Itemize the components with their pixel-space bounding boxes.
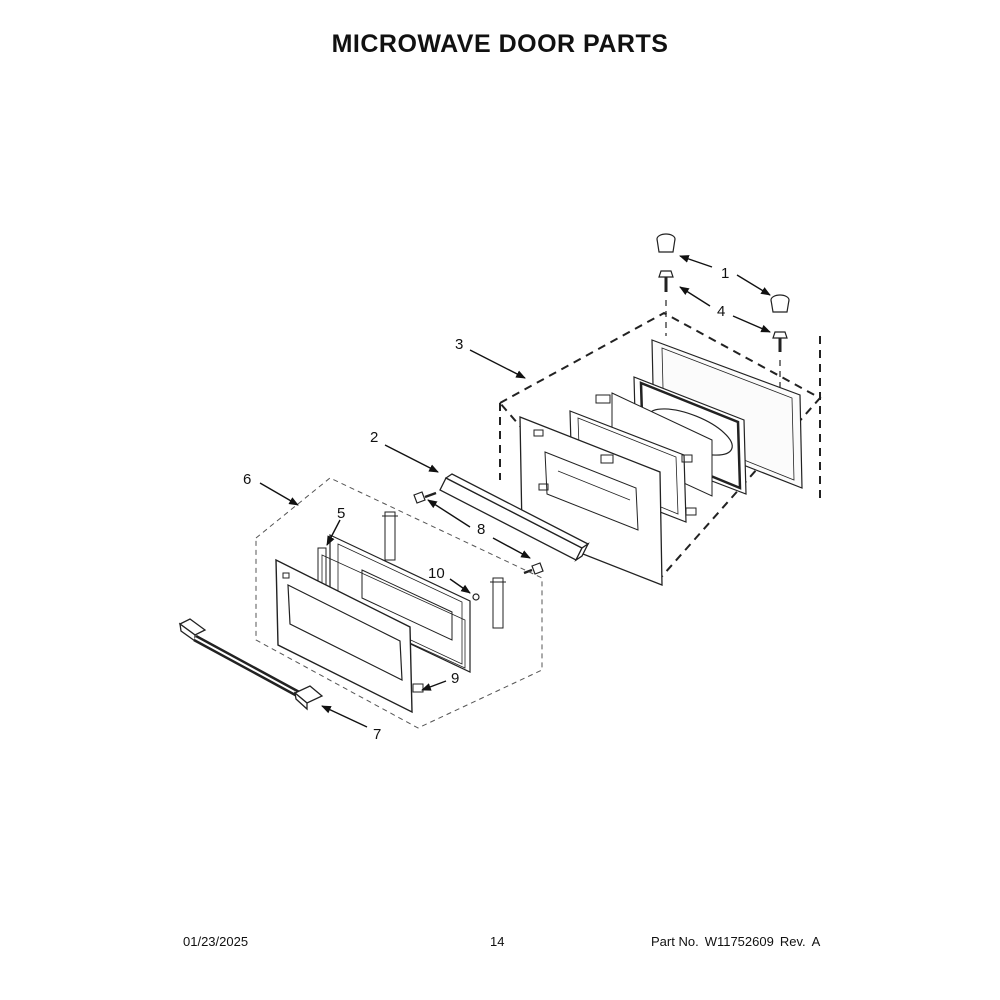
footer-page-number: 14 [490, 934, 505, 949]
callout-8: 8 [477, 521, 485, 538]
callout-arrows [259, 255, 771, 728]
callout-10: 10 [428, 565, 445, 582]
door-handle [178, 618, 324, 711]
footer-date: 01/23/2025 [183, 934, 249, 949]
hinge-screw-right [772, 331, 788, 339]
assembly-6-dashed-box [255, 477, 543, 729]
door-glass-panel [329, 534, 471, 673]
screw-right [531, 562, 544, 575]
part-number: W11752609 [704, 934, 774, 949]
door-nut [472, 593, 480, 601]
outer-door-assembly-group [255, 477, 543, 729]
door-outer-panel [275, 558, 413, 714]
callout-labels: 1 2 3 4 5 6 7 8 9 10 [243, 265, 729, 743]
callout-2: 2 [370, 429, 378, 446]
door-spacer-bar [439, 473, 590, 562]
door-screws-group [413, 491, 544, 575]
callout-7: 7 [373, 726, 381, 743]
rev-value: A [811, 934, 821, 949]
screw-left [413, 491, 426, 504]
footer-part-info: Part No. W11752609 Rev. A [651, 934, 826, 949]
hinge-screw-top [658, 270, 674, 278]
callout-1: 1 [721, 265, 729, 282]
callout-4: 4 [717, 303, 725, 320]
callout-5: 5 [337, 505, 345, 522]
outer-door-parts [275, 511, 506, 714]
callout-3: 3 [455, 336, 463, 353]
hinge-hardware-group [656, 233, 790, 392]
callout-6: 6 [243, 471, 251, 488]
rev-label: Rev. [779, 934, 806, 949]
callout-9: 9 [451, 670, 459, 687]
page-title: MICROWAVE DOOR PARTS [331, 30, 669, 58]
inner-door-assembly-group [498, 311, 822, 586]
part-label: Part No. [651, 934, 699, 949]
